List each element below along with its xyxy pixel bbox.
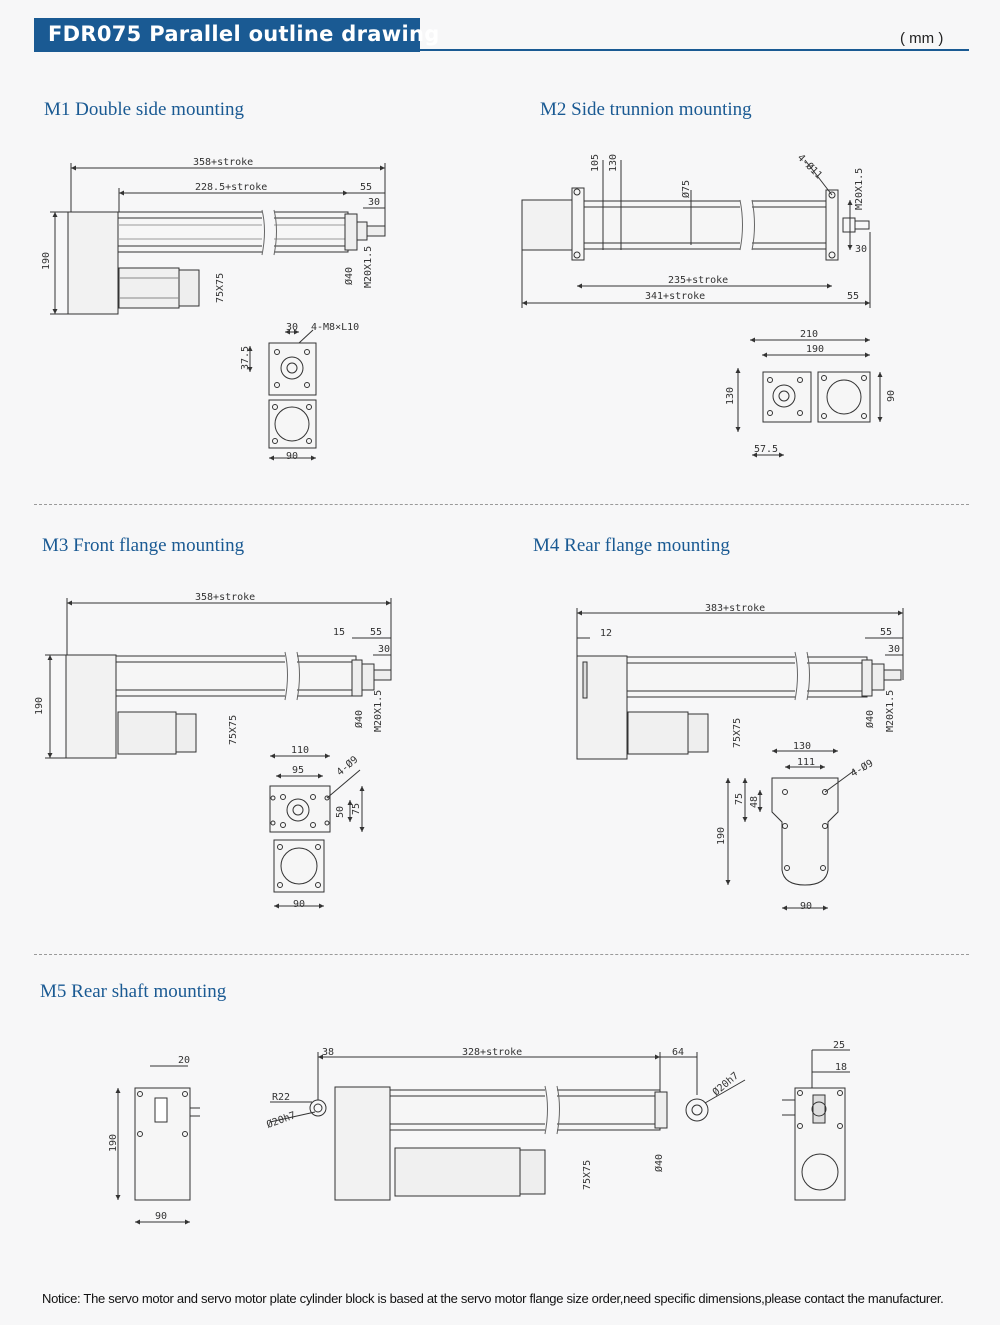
m3-side-view [45, 598, 392, 759]
m3-dim-w90: 90 [293, 899, 305, 910]
section-divider [34, 954, 969, 955]
section-divider [34, 504, 969, 505]
section-title-m3: M3 Front flange mounting [42, 535, 245, 556]
m3-dim-w95: 95 [292, 765, 304, 776]
m1-dim-inner: 228.5+stroke [195, 182, 267, 193]
m1-dim-e90: 90 [286, 451, 298, 462]
m5-dim-rod: Ø40 [653, 1154, 665, 1172]
m4-dim-overall: 383+stroke [705, 603, 765, 614]
m2-dim-w210: 210 [800, 329, 818, 340]
m5-dim-38: 38 [322, 1047, 334, 1058]
page-title: FDR075 Parallel outline drawing [48, 22, 440, 46]
m5-side-view [269, 1052, 746, 1201]
m5-front-view [782, 1049, 850, 1201]
m2-dim-h90: 90 [886, 390, 897, 402]
m2-dim-75: Ø75 [680, 180, 692, 198]
header-bar [34, 18, 420, 52]
m3-dim-thread: M20X1.5 [373, 690, 384, 732]
m2-dim-w57: 57.5 [754, 444, 778, 455]
m2-dim-holes: 4-Ø11 [795, 152, 825, 182]
m1-dim-profile: 75X75 [215, 273, 226, 303]
m5-dim-profile: 75X75 [582, 1160, 593, 1190]
m5-rear-view [115, 1065, 200, 1225]
m4-dim-12: 12 [600, 628, 612, 639]
m3-dim-55: 55 [370, 627, 382, 638]
m4-dim-30: 30 [888, 644, 900, 655]
m4-dim-rod: Ø40 [864, 710, 876, 728]
section-title-m1: M1 Double side mounting [44, 99, 245, 120]
m1-dim-holes: 4-M8×L10 [311, 322, 359, 333]
header-rule [34, 49, 969, 51]
m4-dim-w130: 130 [793, 741, 811, 752]
m3-end-view [269, 753, 365, 909]
m5-dim-pin-right: Ø20h7 [710, 1070, 741, 1099]
m4-dim-h48: 48 [749, 796, 760, 808]
m2-dim-inner: 235+stroke [668, 275, 728, 286]
m2-dim-105: 105 [590, 154, 601, 172]
m4-dim-thread: M20X1.5 [885, 690, 896, 732]
m1-end-view [247, 329, 317, 461]
m2-dim-h130: 130 [725, 387, 736, 405]
unit-label: ( mm ) [900, 30, 944, 47]
m2-dim-thread: M20X1.5 [854, 168, 865, 210]
m3-dim-190: 190 [34, 697, 45, 715]
notice-text: Notice: The servo motor and servo motor … [42, 1291, 944, 1306]
section-title-m5: M5 Rear shaft mounting [40, 981, 227, 1002]
m2-dim-55: 55 [847, 291, 859, 302]
m4-end-view [725, 748, 856, 911]
m4-dim-profile: 75X75 [732, 718, 743, 748]
m1-dim-rod: Ø40 [343, 267, 355, 285]
m1-dim-e30: 30 [286, 322, 298, 333]
m3-dim-holes: 4-Ø9 [334, 754, 360, 779]
m4-dim-h190: 190 [716, 827, 727, 845]
m5-dim-64: 64 [672, 1047, 684, 1058]
m3-dim-15: 15 [333, 627, 345, 638]
section-title-m2: M2 Side trunnion mounting [540, 99, 752, 120]
m4-dim-holes: 4-Ø9 [849, 757, 876, 779]
section-title-m4: M4 Rear flange mounting [533, 535, 730, 556]
m5-dim-r22: R22 [272, 1092, 290, 1103]
m3-dim-30: 30 [378, 644, 390, 655]
m5-dim-pin-left: Ø20h7 [265, 1109, 297, 1131]
m1-dim-30: 30 [368, 197, 380, 208]
m1-dim-overall: 358+stroke [193, 157, 253, 168]
m3-dim-h75: 75 [351, 803, 362, 815]
m3-dim-profile: 75X75 [228, 715, 239, 745]
m5-dim-w90: 90 [155, 1211, 167, 1222]
m3-dim-w110: 110 [291, 745, 309, 756]
m4-dim-w111: 111 [797, 757, 815, 768]
m2-dim-w190: 190 [806, 344, 824, 355]
m3-dim-overall: 358+stroke [195, 592, 255, 603]
m5-dim-18: 18 [835, 1062, 847, 1073]
m2-side-view [521, 159, 871, 308]
m4-dim-55: 55 [880, 627, 892, 638]
m4-side-view [576, 608, 904, 760]
m3-dim-h50: 50 [335, 806, 346, 818]
m5-dim-w20: 20 [178, 1055, 190, 1066]
m1-dim-190: 190 [41, 252, 52, 270]
m2-end-view [735, 337, 883, 458]
m1-dim-55: 55 [360, 182, 372, 193]
m5-dim-h190: 190 [108, 1134, 119, 1152]
m5-dim-25: 25 [833, 1040, 845, 1051]
m2-dim-130: 130 [608, 154, 619, 172]
m1-side-view [50, 163, 386, 315]
m4-dim-h75: 75 [734, 793, 745, 805]
m2-dim-30: 30 [855, 244, 867, 255]
m4-dim-w90: 90 [800, 901, 812, 912]
m1-dim-e37: 37.5 [240, 346, 251, 370]
m3-dim-rod: Ø40 [353, 710, 365, 728]
m2-dim-overall: 341+stroke [645, 291, 705, 302]
m1-dim-thread: M20X1.5 [363, 246, 374, 288]
m5-dim-inner: 328+stroke [462, 1047, 522, 1058]
